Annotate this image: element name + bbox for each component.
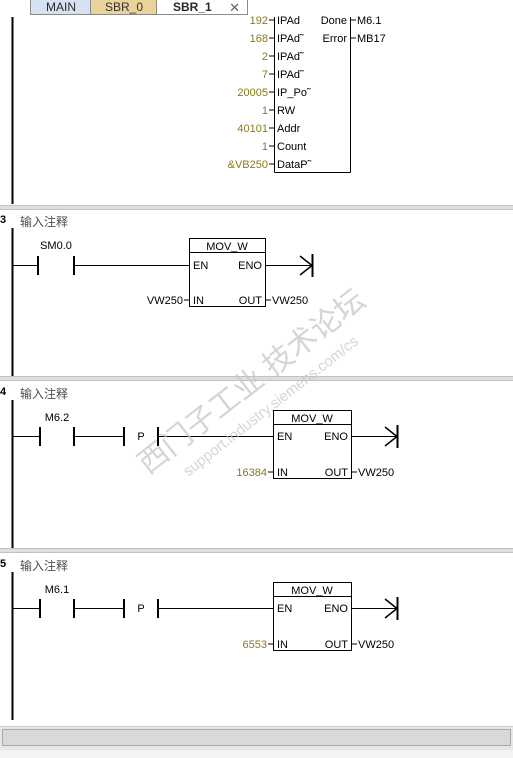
network-number-3: 3 [0,214,7,226]
param-value[interactable]: 2 [262,51,268,63]
param-pin: Done [321,15,347,27]
horizontal-scrollbar[interactable] [2,729,511,746]
in-operand[interactable]: 16384 [236,467,267,479]
param-value[interactable]: 20005 [237,87,268,99]
in-operand[interactable]: 6553 [243,639,267,651]
param-pin: IPAd˜ [277,51,304,63]
status-strip [0,750,513,758]
contact-m6-2[interactable] [39,427,75,446]
contact-m6-1[interactable] [39,599,75,618]
tab-sbr-1[interactable]: SBR_1 ✕ [156,0,248,15]
contact-address: M6.1 [45,584,69,596]
tab-sbr-0[interactable]: SBR_0 [90,0,158,15]
network-comment-4[interactable]: 输入注释 [20,387,69,401]
edge-label: P [137,431,144,443]
tab-sbr-1-label: SBR_1 [173,0,212,14]
eno-pin: ENO [324,431,348,443]
contact-address: M6.2 [45,412,69,424]
contact-sm0-0[interactable] [37,256,75,275]
param-value[interactable]: 7 [262,69,268,81]
en-pin: EN [193,260,208,272]
eno-pin: ENO [324,603,348,615]
param-value[interactable]: 1 [262,105,268,117]
network-separator [0,548,513,553]
param-pin: Addr [277,123,301,135]
eno-pin: ENO [238,260,262,272]
param-pin: Count [277,141,306,153]
in-pin: IN [193,295,204,307]
in-pin: IN [277,467,288,479]
contact-address: SM0.0 [40,240,72,252]
modbus-block[interactable] [274,17,351,173]
mov-w-box[interactable] [273,410,352,479]
network-comment-5[interactable]: 输入注释 [20,559,69,573]
param-value[interactable]: M6.1 [357,15,381,27]
network-number-4: 4 [0,386,7,398]
editor-tab-bar: MAIN SBR_0 SBR_1 ✕ [0,0,513,17]
box-title: MOV_W [291,413,333,425]
network-3: SM0.0 MOV_W EN ENO IN OUT VW250 VW250 [11,228,314,376]
network-4: M6.2 P MOV_W EN ENO IN OUT 16384 VW250 [11,400,399,548]
en-pin: EN [277,431,292,443]
out-pin: OUT [325,467,349,479]
positive-edge-contact[interactable] [123,599,159,618]
param-value[interactable]: 40101 [237,123,268,135]
watermark-logo-text: 西门子工业 技术论坛 [132,283,372,480]
out-pin: OUT [325,639,349,651]
param-pin: DataP˜ [277,159,312,171]
positive-edge-contact[interactable] [123,427,159,446]
param-value[interactable]: 1 [262,141,268,153]
network-separator [0,376,513,381]
param-pin: RW [277,105,296,117]
param-value[interactable]: &VB250 [228,159,268,171]
out-operand[interactable]: VW250 [358,639,394,651]
tab-main[interactable]: MAIN [30,0,92,15]
param-pin: IPAd˜ [277,33,304,45]
box-title: MOV_W [206,241,248,253]
param-value[interactable]: 168 [250,33,268,45]
mov-w-box[interactable] [189,238,266,307]
out-pin: OUT [239,295,263,307]
param-pin: IP_Po˜ [277,87,311,99]
en-pin: EN [277,603,292,615]
box-title: MOV_W [291,585,333,597]
param-pin: IPAd [277,15,300,27]
param-value[interactable]: 192 [250,15,268,27]
in-pin: IN [277,639,288,651]
network-separator [0,205,513,210]
param-pin: Error [323,33,348,45]
mov-w-box[interactable] [273,582,352,651]
param-pin: IPAd˜ [277,69,304,81]
network-5: M6.1 P MOV_W EN ENO IN OUT 6553 VW250 [11,572,399,720]
edge-label: P [137,603,144,615]
param-value[interactable]: MB17 [357,33,386,45]
network-comment-3[interactable]: 输入注释 [20,215,69,229]
close-icon[interactable]: ✕ [229,0,240,15]
network-number-5: 5 [0,558,7,570]
out-operand[interactable]: VW250 [272,295,308,307]
out-operand[interactable]: VW250 [358,467,394,479]
in-operand[interactable]: VW250 [147,295,183,307]
